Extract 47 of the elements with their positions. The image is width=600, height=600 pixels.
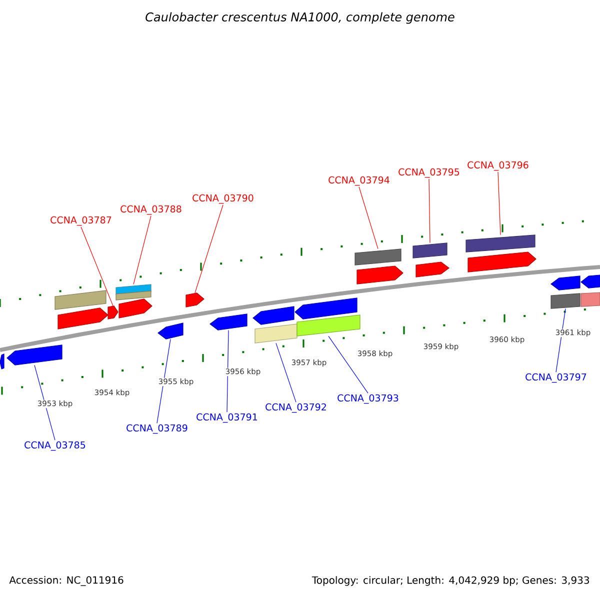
gene-feature — [580, 274, 600, 288]
gene-feature — [468, 252, 536, 272]
gene-feature — [356, 266, 404, 284]
gene-label: CCNA_03796 — [468, 161, 528, 171]
gene-feature — [108, 306, 118, 320]
gene-feature — [210, 314, 248, 330]
gene-box — [116, 290, 152, 300]
gene-label: CCNA_03791 — [196, 413, 258, 423]
gene-box — [254, 324, 298, 344]
gene-feature — [550, 276, 580, 290]
gene-feature — [0, 354, 4, 370]
gene-box — [54, 290, 106, 310]
leader-line — [556, 308, 566, 372]
leader-line — [498, 172, 501, 236]
gene-label: CCNA_03790 — [192, 194, 254, 204]
gene-box — [354, 248, 402, 266]
gene-label: CCNA_03794 — [328, 176, 390, 186]
gene-box — [550, 293, 580, 309]
gene-feature — [158, 322, 184, 340]
gene-label: CCNA_03792 — [266, 403, 326, 413]
leader-line — [156, 338, 171, 424]
leader-line — [133, 216, 152, 285]
gene-feature — [294, 298, 358, 320]
leader-line — [226, 330, 229, 412]
gene-label: CCNA_03785 — [24, 441, 86, 451]
gene-feature — [252, 306, 294, 325]
gene-feature — [186, 292, 204, 308]
leader-line — [358, 186, 378, 250]
footer-text: Accession: NC_011916 — [9, 576, 124, 586]
gene-label: CCNA_03797 — [526, 373, 586, 383]
gene-box — [466, 234, 536, 252]
gene-feature — [416, 262, 450, 278]
title: Caulobacter crescentus NA1000, complete genome — [146, 12, 454, 24]
gene-label: CCNA_03788 — [120, 205, 182, 215]
gene-label: CCNA_03795 — [398, 168, 460, 178]
leader-line — [428, 178, 430, 244]
gene-label: CCNA_03793 — [338, 394, 398, 404]
gene-label: CCNA_03787 — [50, 216, 112, 226]
gene-label: CCNA_03789 — [126, 424, 188, 434]
leader-line — [194, 204, 224, 294]
gene-feature — [6, 344, 62, 366]
gene-box — [580, 292, 600, 307]
leader-line — [34, 364, 56, 440]
footer-text: Topology: circular; Length: 4,042,929 bp; Genes: 3,933 — [312, 576, 589, 586]
gene-box — [412, 242, 448, 258]
gene-box — [296, 314, 360, 336]
leader-line — [276, 342, 296, 402]
